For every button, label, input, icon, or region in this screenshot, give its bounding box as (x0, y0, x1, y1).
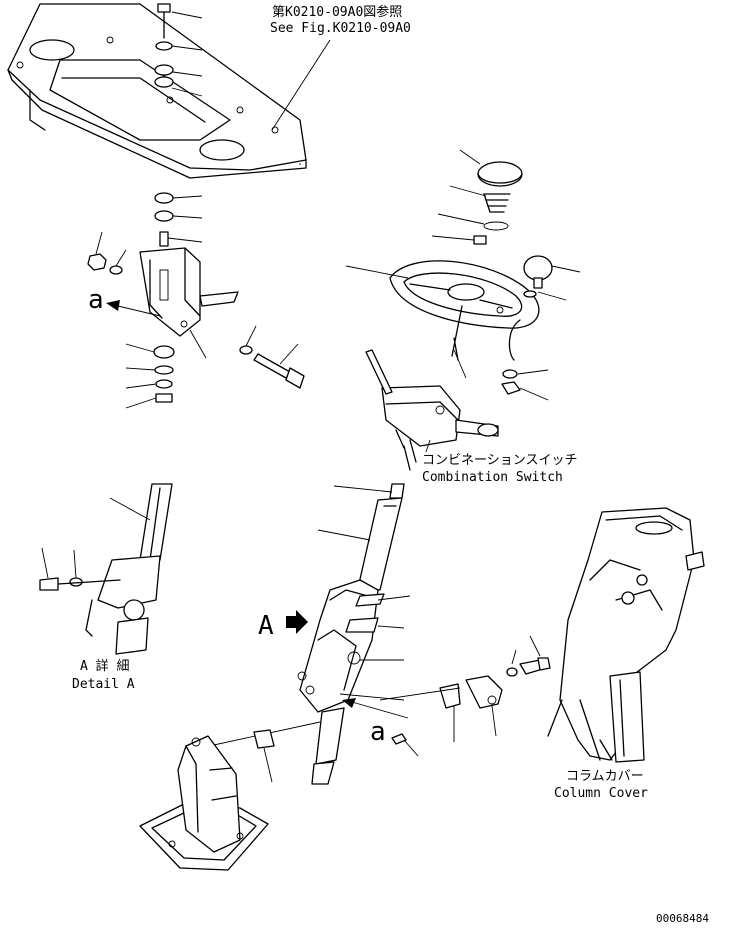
column-pedestal (139, 729, 275, 871)
view-marker: A (258, 611, 274, 641)
column-clips (379, 635, 551, 742)
ref-a-lower: a (370, 717, 386, 747)
steering-column (199, 483, 411, 785)
steering-wheel (345, 260, 540, 329)
ref-a-upper: a (88, 285, 104, 315)
column-cover (547, 507, 705, 763)
dash-panel (7, 3, 307, 179)
detail-a-jp: A 詳 細 (80, 658, 129, 674)
washer-stack-lower (154, 192, 203, 247)
detail-a-view (39, 483, 173, 655)
column-cover-en: Column Cover (554, 786, 648, 801)
see-fig-jp: 第K0210-09A0図参照 (272, 4, 402, 20)
bolt-stack-top (154, 3, 203, 97)
detail-a-en: Detail A (72, 677, 135, 692)
view-arrow-a (286, 610, 308, 634)
combination-switch-jp: コンビネーションスイッチ (422, 453, 577, 468)
column-cover-jp: コラムカバー (566, 769, 644, 784)
spinner-knob (501, 255, 581, 401)
ref-arrow-a-lower (342, 698, 419, 757)
combination-switch (365, 349, 499, 471)
horn-parts (431, 149, 523, 245)
see-fig-en: See Fig.K0210-09A0 (270, 21, 411, 36)
column-bracket (87, 231, 305, 409)
combination-switch-en: Combination Switch (422, 470, 563, 485)
drawing-number: 00068484 (656, 912, 709, 925)
see-fig-leader (271, 39, 331, 131)
wheel-key (451, 305, 467, 379)
